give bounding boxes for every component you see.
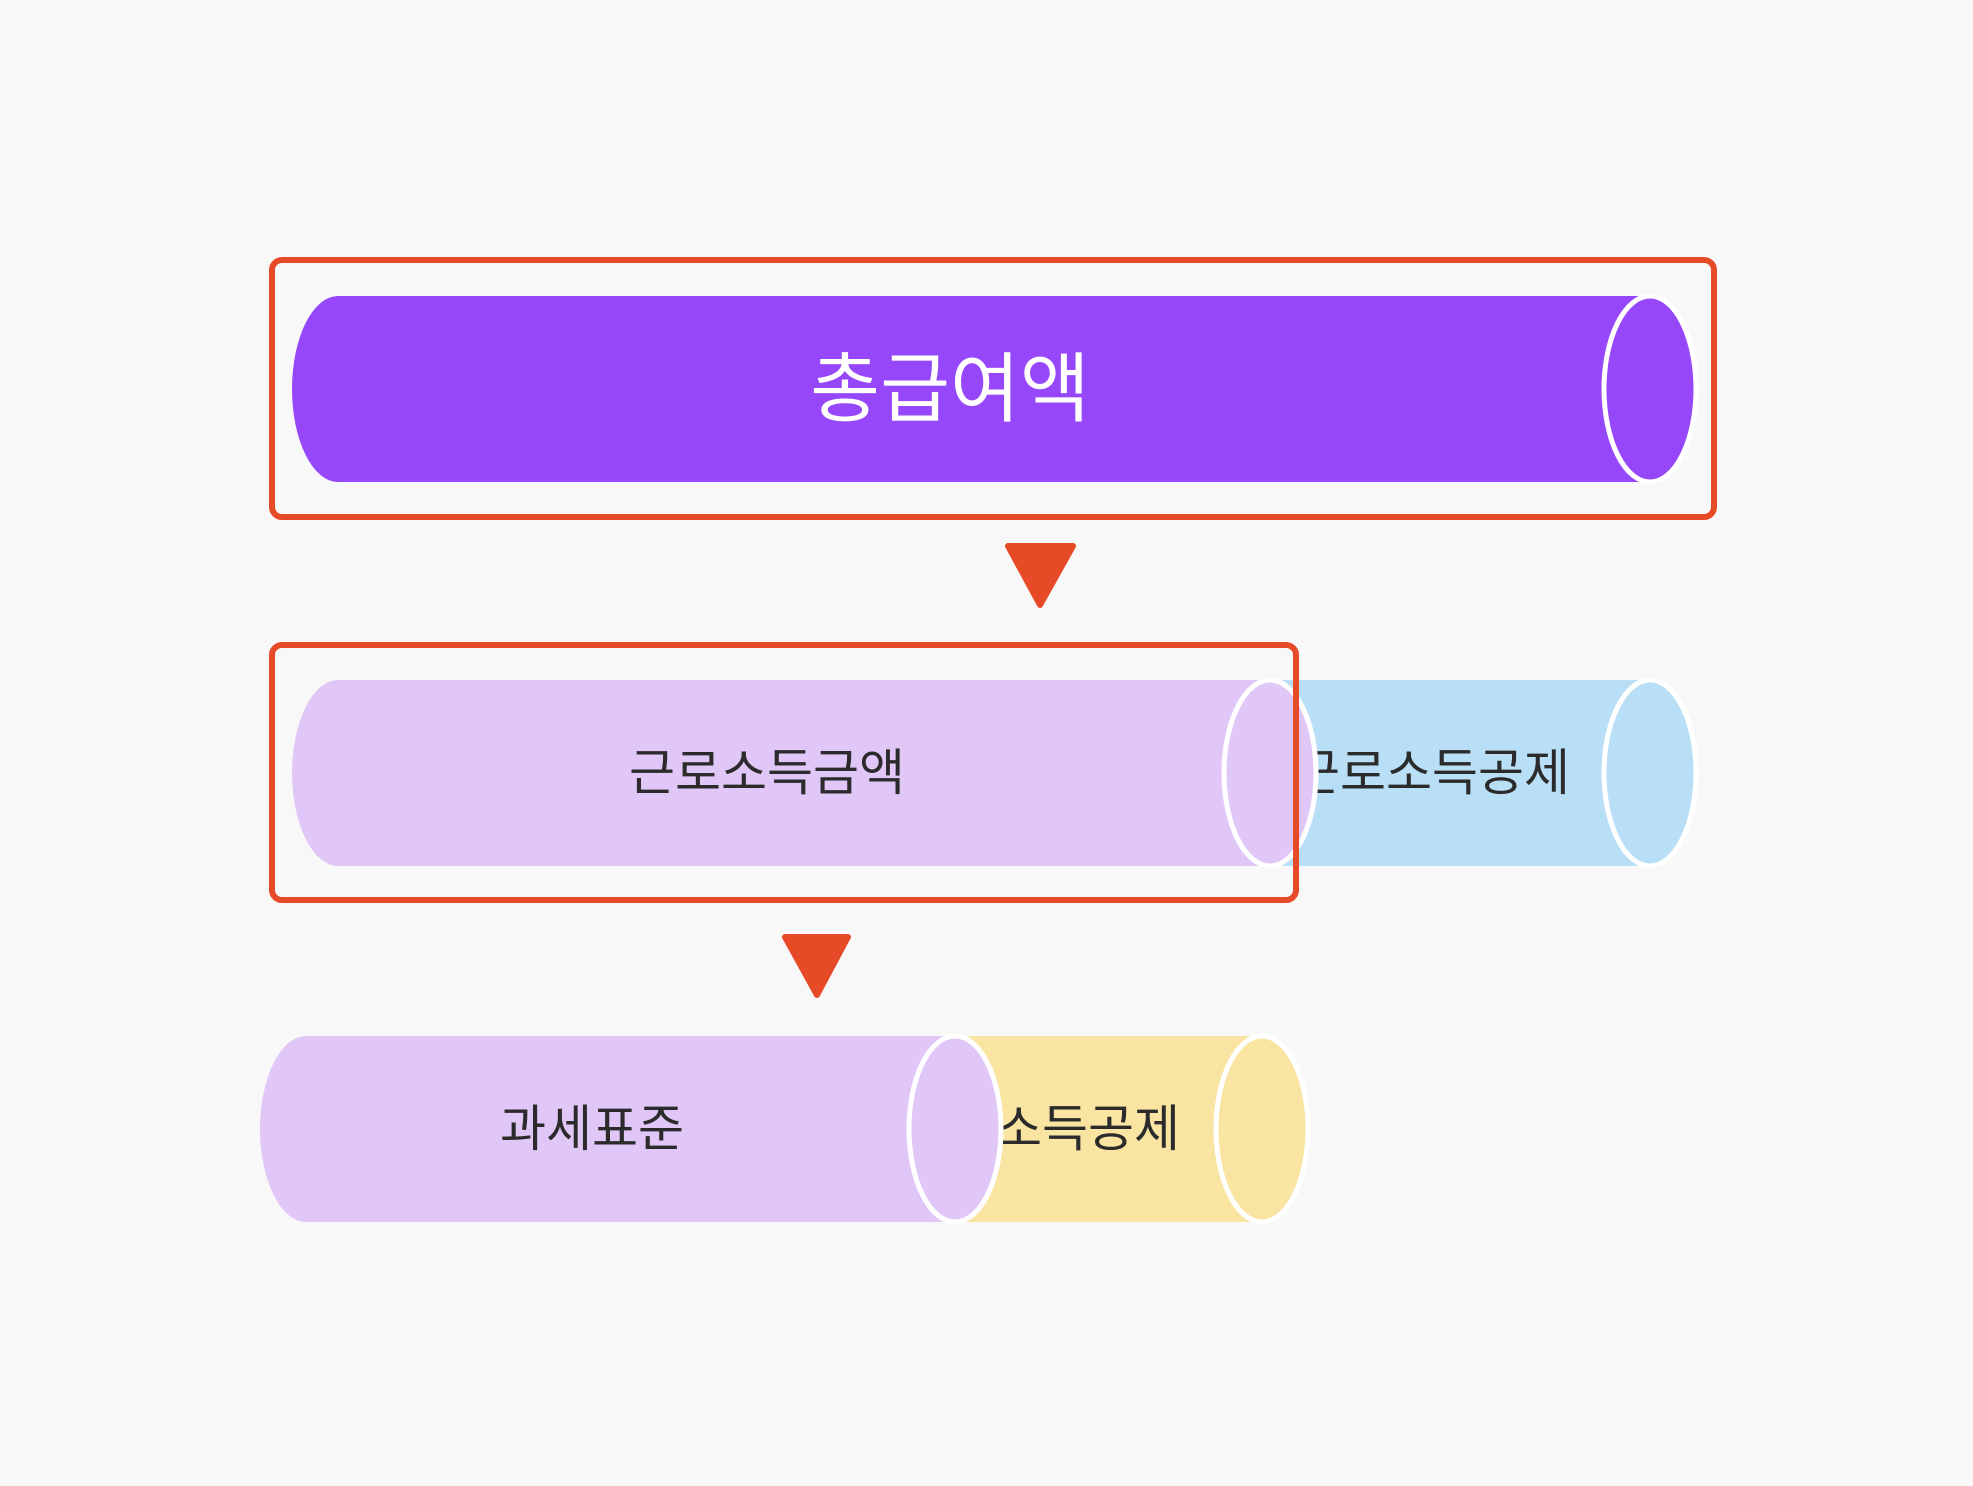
earned-income-deduction-cap [1601,677,1699,869]
income-deduction-cylinder: 소득공제 [955,1033,1311,1225]
earned-income-label: 근로소득금액 [629,744,905,802]
down-arrow-icon [1005,543,1076,608]
total-salary-body [292,296,1650,482]
earned-income-deduction-body [1270,680,1650,866]
tax-base-body [260,1036,955,1222]
total-salary-cap [1601,293,1699,485]
total-salary-cylinder: 총급여액 [292,293,1699,485]
down-arrow-icon [782,934,851,998]
tax-base-label: 과세표준 [500,1100,684,1158]
total-salary-label: 총급여액 [810,345,1090,434]
total-salary-highlight-box [269,257,1717,520]
earned-income-deduction-cylinder: 근로소득공제 [1270,677,1699,869]
earned-income-deduction-label: 근로소득공제 [1294,744,1570,802]
earned-income-cap [1221,677,1319,869]
earned-income-body [292,680,1271,866]
tax-base-cap [906,1033,1004,1225]
income-deduction-label: 소득공제 [996,1100,1180,1158]
earned-income-highlight-box [269,642,1299,903]
income-deduction-body [955,1036,1262,1222]
income-deduction-cap [1213,1033,1311,1225]
tax-base-cylinder: 과세표준 [260,1033,1004,1225]
earned-income-cylinder: 근로소득금액 [292,677,1319,869]
